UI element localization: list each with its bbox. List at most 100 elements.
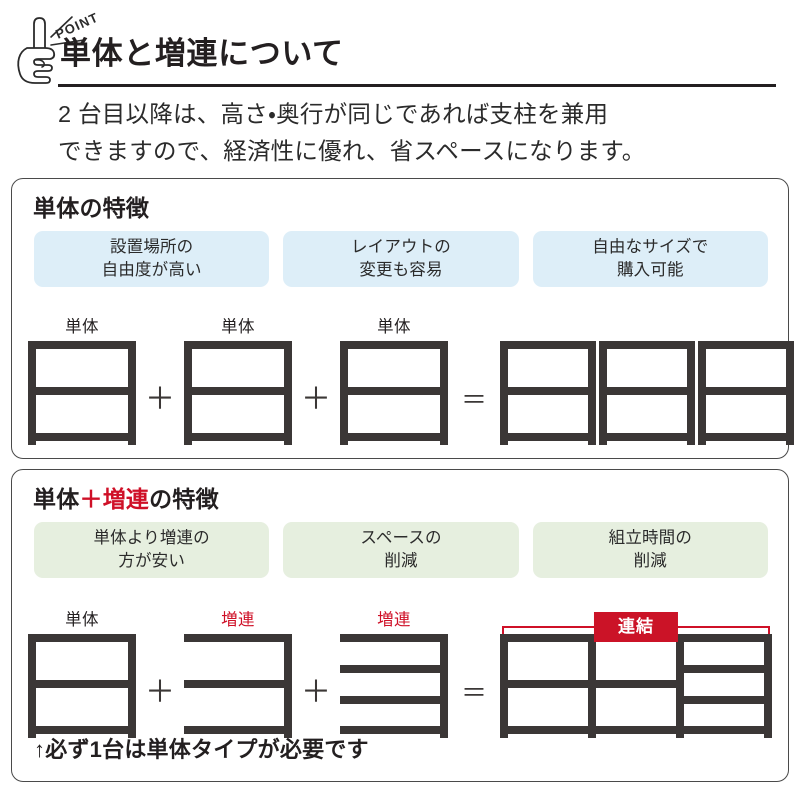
shelf-bar	[588, 726, 685, 734]
pointing-hand-icon: POINT	[17, 9, 101, 84]
shelf-bar	[28, 634, 136, 642]
shelf-bar	[184, 634, 292, 642]
feature-chip: 自由なサイズで 購入可能	[532, 231, 768, 287]
shelf-bar	[28, 433, 136, 441]
shelf-bar	[676, 665, 773, 673]
shelf-unit-group: 単体	[28, 317, 136, 445]
shelf-post-left	[500, 634, 509, 738]
shelf-bar	[340, 696, 448, 704]
feature-chip: 設置場所の 自由度が高い	[34, 231, 270, 287]
shelf-unit	[698, 341, 795, 445]
operator-equals: ＝	[461, 385, 488, 415]
shelf-unit	[500, 634, 597, 738]
panel-combo-title-accent: ＋増連	[79, 486, 150, 512]
shelf-bar	[340, 341, 448, 349]
shelf-bar	[500, 387, 597, 395]
shelf-bar	[184, 387, 292, 395]
shelf-post-left	[184, 341, 192, 445]
operator-plus: ＋	[301, 383, 331, 416]
panel-combo-diagram: 単体 ＋ 増連 ＋	[28, 598, 776, 738]
shelf-bar	[599, 341, 696, 349]
panel-combo-title-suffix: の特徴	[149, 486, 219, 512]
shelf-result-group	[500, 319, 795, 445]
shelf-bar	[184, 433, 292, 441]
feature-chip: 単体より増連の 方が安い	[34, 522, 270, 578]
shelf-post-right	[284, 341, 292, 445]
shelf-post-right	[588, 341, 597, 445]
shelf-unit	[676, 634, 773, 738]
panel-combo-title: 単体＋増連の特徴	[33, 480, 219, 514]
shelf-post-right	[764, 634, 773, 738]
shelf-bar	[28, 387, 136, 395]
shelf-unit-label: 増連	[221, 610, 255, 629]
shelf-unit-label: 増連	[377, 610, 411, 629]
shelf-bar	[340, 634, 448, 642]
panel-single-unit: 単体の特徴 設置場所の 自由度が高い レイアウトの 変更も容易 自由なサイズで …	[11, 178, 795, 459]
connect-badge: 連結	[593, 612, 679, 642]
shelf-bar	[676, 726, 773, 734]
shelf-bar	[184, 341, 292, 349]
shelf-unit-label: 単体	[221, 317, 255, 336]
shelf-post-left	[340, 341, 348, 445]
shelf-post-left	[28, 634, 36, 738]
shelf-unit-addon	[340, 634, 448, 738]
shelf-bar	[340, 726, 448, 734]
shelf-unit-group: 単体	[340, 317, 448, 445]
shelf-post-left	[698, 341, 707, 445]
operator-plus: ＋	[145, 383, 175, 416]
operator-equals: ＝	[461, 678, 488, 708]
shelf-bar	[184, 680, 292, 688]
feature-chip: 組立時間の 削減	[532, 522, 768, 578]
shelf-post-right	[440, 634, 448, 738]
shelf-unit	[599, 341, 696, 445]
shelf-unit-group: 増連	[184, 610, 292, 738]
shelf-unit	[28, 634, 136, 738]
panel-combo-unit: 単体＋増連の特徴 単体より増連の 方が安い スペースの 削減 組立時間の 削減 …	[11, 469, 789, 782]
shelf-bar	[28, 341, 136, 349]
shelf-post-right	[284, 634, 292, 738]
shelf-post-right	[786, 341, 795, 445]
shelf-bar	[599, 433, 696, 441]
page-title: 単体と増連について	[60, 36, 344, 71]
shelf-bar	[698, 387, 795, 395]
shelf-bar	[340, 433, 448, 441]
shelf-unit-label: 単体	[377, 317, 411, 336]
shelf-unit-label: 単体	[65, 317, 99, 336]
shelf-bar	[500, 726, 597, 734]
shelf-post-right	[687, 341, 696, 445]
shelf-unit	[340, 341, 448, 445]
shelf-unit-group: 単体	[28, 611, 136, 738]
feature-chip: レイアウトの 変更も容易	[283, 231, 519, 287]
shelf-bar	[698, 433, 795, 441]
header: POINT 単体と増連について 2 台目以降は、高さ・奥行が同じであれば支柱を兼…	[0, 0, 800, 175]
title-underline	[58, 84, 776, 87]
shelf-post-left	[28, 341, 36, 445]
panel-single-title: 単体の特徴	[33, 195, 150, 221]
shelf-bar	[500, 341, 597, 349]
shelf-unit-group: 単体	[184, 317, 292, 445]
shelf-result-bays	[500, 634, 773, 738]
shelf-bar	[500, 433, 597, 441]
shelf-post-shared	[676, 634, 685, 738]
shelf-bar	[340, 665, 448, 673]
shelf-post-left	[599, 341, 608, 445]
shelf-unit	[184, 341, 292, 445]
connect-bracket: 連結	[500, 612, 772, 642]
shelf-bar	[676, 696, 773, 704]
shelf-unit	[588, 634, 685, 738]
shelf-bar	[676, 634, 773, 642]
shelf-result-bays	[500, 341, 795, 445]
shelf-bar	[28, 680, 136, 688]
connect-bracket-tick-right	[768, 626, 771, 637]
shelf-bar	[599, 387, 696, 395]
connect-bracket-tick-left	[502, 626, 504, 637]
shelf-bar	[184, 726, 292, 734]
shelf-bar	[588, 680, 685, 688]
feature-chip: スペースの 削減	[283, 522, 519, 578]
point-badge: POINT	[8, 8, 104, 92]
page-subtitle: 2 台目以降は、高さ・奥行が同じであれば支柱を兼用 できますので、経済性に優れ、…	[58, 101, 646, 165]
shelf-unit	[28, 341, 136, 445]
footer-note: ↑必ず1台は単体タイプが必要です	[34, 737, 369, 762]
panel-combo-chip-list: 単体より増連の 方が安い スペースの 削減 組立時間の 削減	[34, 522, 768, 578]
